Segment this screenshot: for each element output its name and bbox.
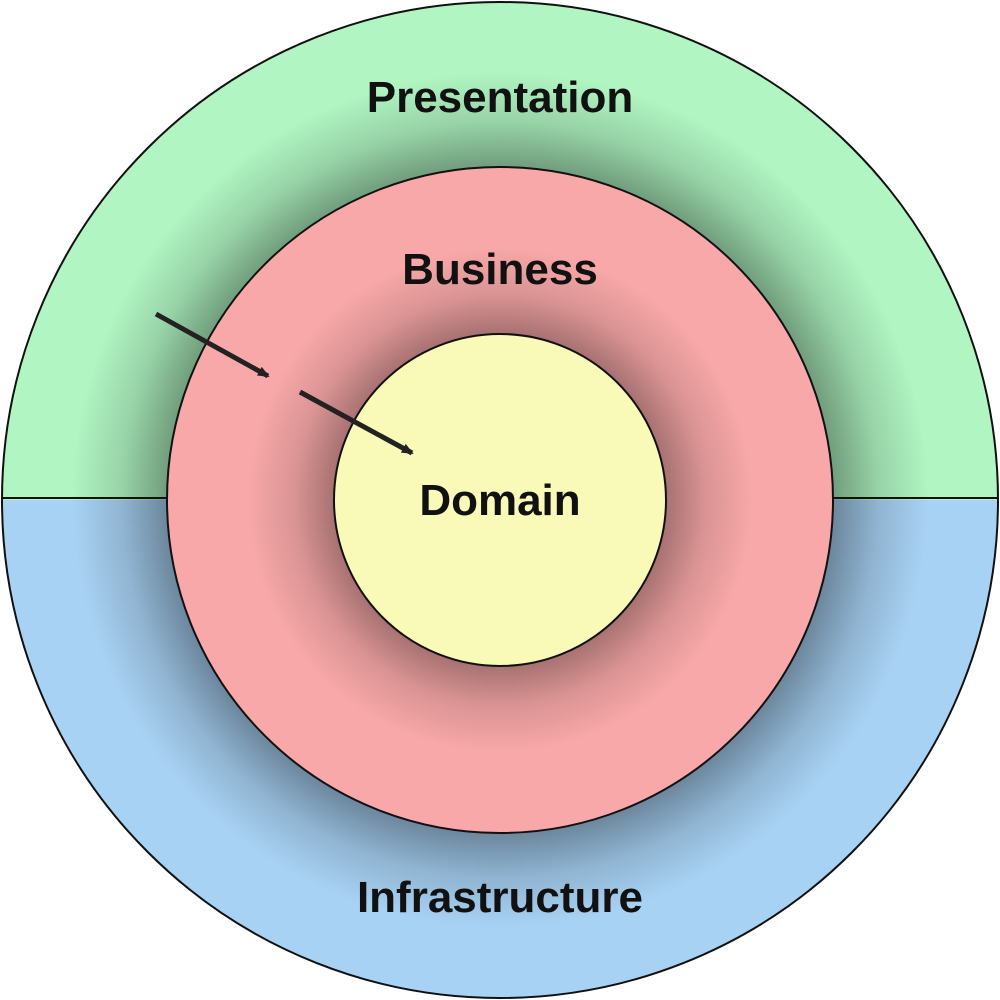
domain-label: Domain xyxy=(419,476,580,525)
business-label: Business xyxy=(402,245,598,294)
presentation-label: Presentation xyxy=(367,73,634,122)
domain-layer xyxy=(333,333,667,667)
infrastructure-label: Infrastructure xyxy=(357,873,643,922)
dependency-arrow-presentation-to-business xyxy=(154,311,270,379)
dependency-arrow-business-to-domain xyxy=(298,389,414,456)
